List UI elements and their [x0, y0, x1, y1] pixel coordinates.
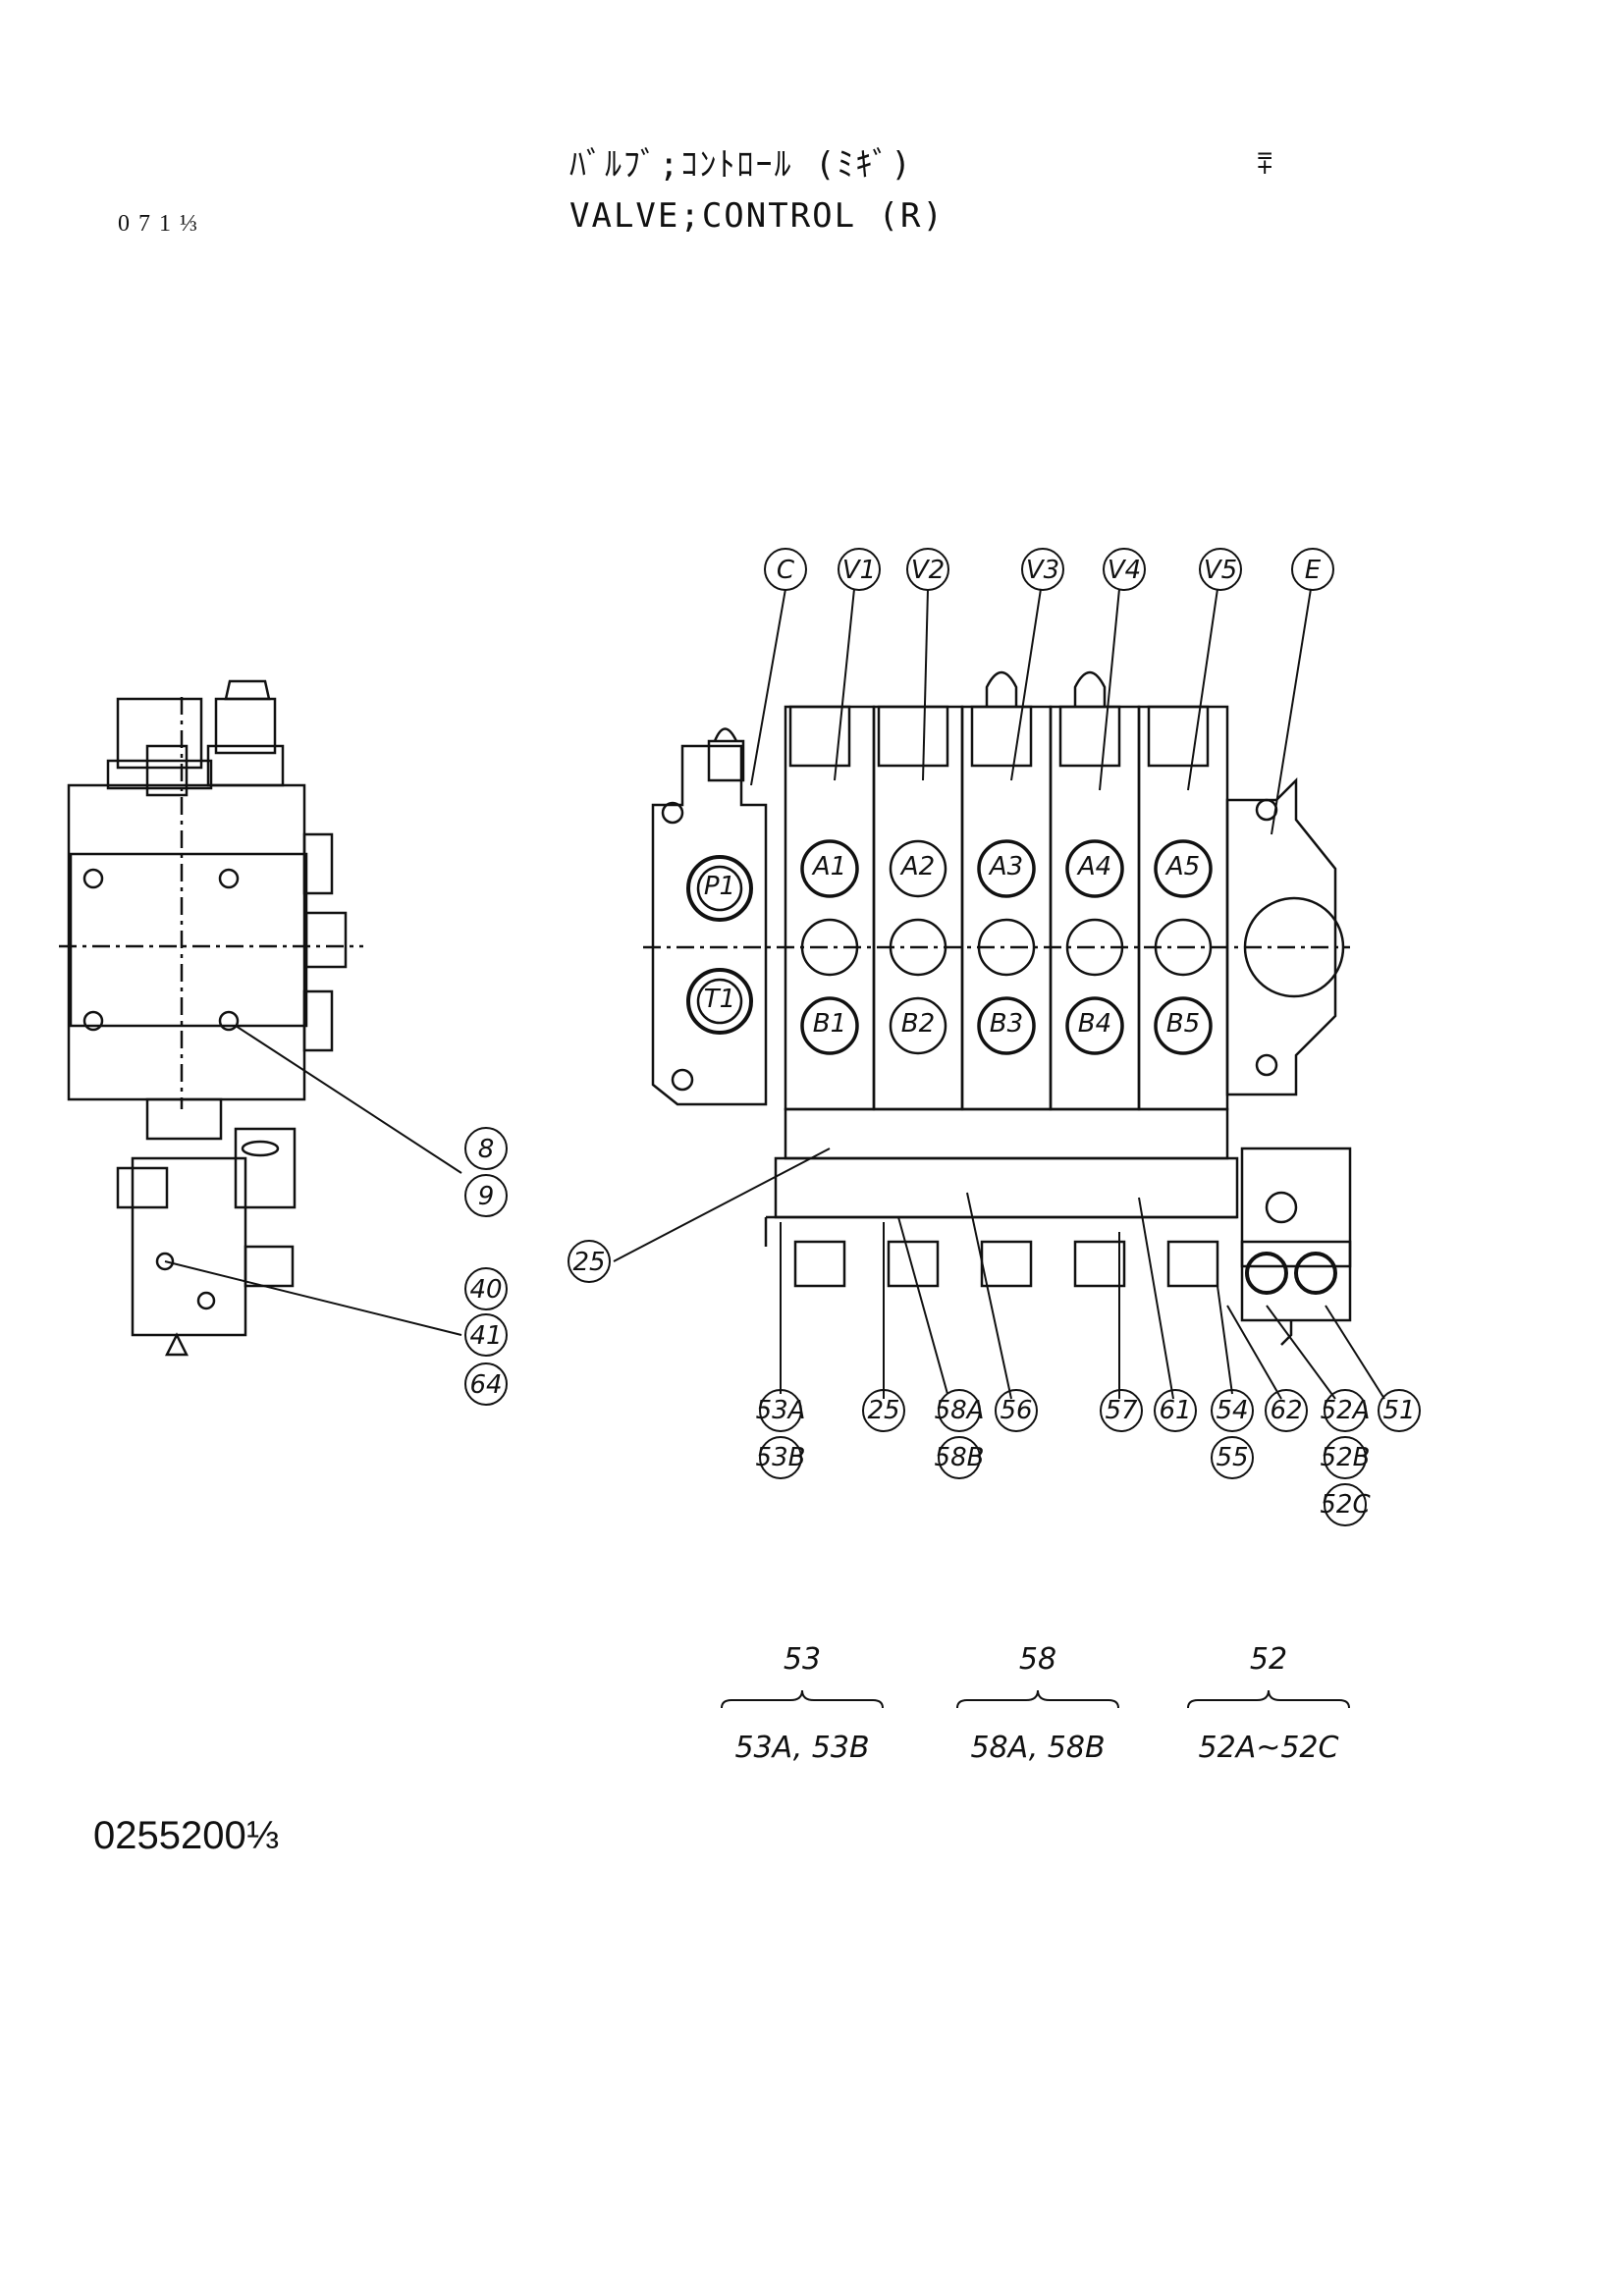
callout-55: 55 [1216, 1443, 1248, 1472]
label-c: C [777, 556, 795, 585]
port-b1: B1 [813, 1009, 846, 1039]
label-v5: V5 [1204, 556, 1237, 585]
legend-code-53: 53 [784, 1642, 821, 1677]
label-v3: V3 [1026, 556, 1059, 585]
port-p1: P1 [704, 872, 735, 901]
callout-64: 64 [469, 1370, 502, 1400]
port-b2: B2 [901, 1009, 935, 1039]
legend: 53 53A, 53B 58 58A, 58B 52 52A~52C [734, 1642, 1338, 1765]
port-a4: A4 [1076, 852, 1111, 881]
callout-62: 62 [1270, 1396, 1302, 1425]
callout-51: 51 [1382, 1396, 1415, 1425]
bottom-balloons [759, 1389, 1421, 1526]
port-t1: T1 [704, 985, 735, 1014]
bottom-labels: 53A 53B 25 58A 58B 56 57 61 54 55 62 52A… [756, 1396, 1416, 1520]
title-japanese: ﾊﾞﾙﾌﾞ;ｺﾝﾄﾛｰﾙ (ﾐｷﾞ) [569, 145, 913, 185]
callout-58a: 58A [935, 1396, 985, 1425]
callout-53a: 53A [756, 1396, 806, 1425]
legend-members-58: 58A, 58B [970, 1731, 1105, 1765]
callout-41: 41 [469, 1321, 502, 1351]
port-b3: B3 [990, 1009, 1023, 1039]
legend-brackets [721, 1689, 1350, 1709]
legend-code-52: 52 [1250, 1642, 1287, 1677]
callout-53b: 53B [756, 1443, 806, 1472]
callout-40: 40 [469, 1275, 502, 1305]
callout-52a: 52A [1321, 1396, 1371, 1425]
port-labels: P1 T1 A1 A2 A3 A4 A5 B1 B2 B3 B4 B5 [704, 852, 1200, 1039]
callout-8: 8 [478, 1135, 495, 1164]
callout-52c: 52C [1320, 1490, 1371, 1520]
port-b5: B5 [1166, 1009, 1200, 1039]
callout-61: 61 [1159, 1396, 1191, 1425]
legend-members-52: 52A~52C [1199, 1731, 1339, 1765]
page-reference: 071⅓ [118, 211, 206, 237]
legend-members-53: 53A, 53B [734, 1731, 869, 1765]
bottom-leaders [613, 1148, 1385, 1400]
label-v4: V4 [1108, 556, 1141, 585]
side-view [59, 679, 462, 1357]
side-labels: 8 9 40 41 64 25 [469, 1135, 605, 1400]
top-labels: C V1 V2 V3 V4 V5 E [777, 556, 1322, 585]
callout-54: 54 [1216, 1396, 1248, 1425]
top-leaders [750, 588, 1312, 835]
port-b4: B4 [1078, 1009, 1111, 1039]
callout-25: 25 [867, 1396, 899, 1425]
corner-mark: ⩱ [1257, 147, 1273, 180]
port-a5: A5 [1164, 852, 1200, 881]
drawing-number: 0255200⅓ [93, 1814, 280, 1857]
label-v1: V1 [842, 556, 876, 585]
callout-25-left: 25 [572, 1248, 605, 1277]
legend-code-58: 58 [1019, 1642, 1056, 1677]
label-v2: V2 [911, 556, 945, 585]
side-balloons [464, 1127, 611, 1406]
port-a1: A1 [811, 852, 846, 881]
callout-56: 56 [1000, 1396, 1032, 1425]
label-e: E [1305, 556, 1322, 585]
valve-body [643, 670, 1352, 1346]
callout-52b: 52B [1321, 1443, 1371, 1472]
port-a3: A3 [988, 852, 1023, 881]
port-a2: A2 [899, 852, 935, 881]
callout-9: 9 [478, 1182, 495, 1211]
title-english: VALVE;CONTROL (R) [569, 196, 945, 236]
top-balloons [764, 548, 1334, 591]
callout-57: 57 [1105, 1396, 1138, 1425]
callout-58b: 58B [935, 1443, 985, 1472]
